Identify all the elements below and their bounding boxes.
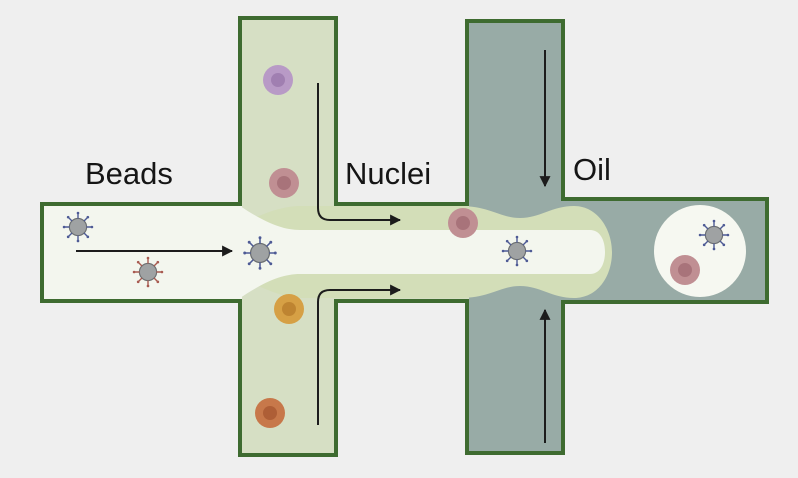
nucleus-icon [255, 398, 285, 428]
bead-stream [44, 206, 605, 298]
barcoded-bead-icon [62, 211, 94, 243]
channel-outline [40, 16, 769, 457]
nuclei-label: Nuclei [345, 156, 432, 191]
barcoded-bead-icon [698, 219, 730, 251]
beads-label: Beads [85, 156, 173, 191]
nuclei-top-flow-arrow-icon [317, 83, 402, 226]
barcoded-bead-icon [242, 235, 278, 271]
nucleus-icon [263, 65, 293, 95]
nucleus-icon [670, 255, 700, 285]
barcoded-bead-icon [132, 256, 164, 288]
barcoded-bead-icon [501, 235, 533, 267]
nucleus-icon [274, 294, 304, 324]
nuclei-bottom-flow-arrow-icon [317, 284, 402, 425]
nucleus-icon [269, 168, 299, 198]
encapsulated-droplet [654, 205, 746, 297]
nucleus-icon [448, 208, 478, 238]
oil-label: Oil [573, 152, 611, 187]
